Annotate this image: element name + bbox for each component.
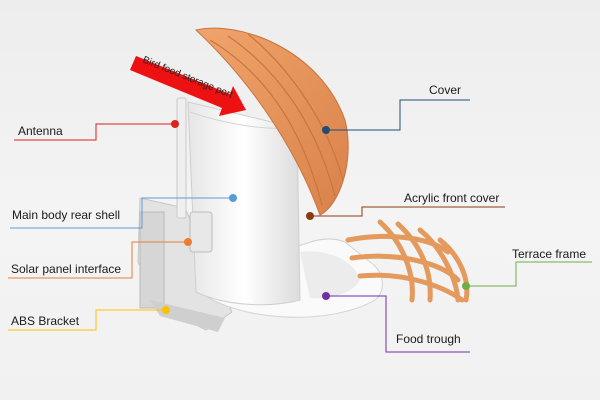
bracket-marker — [162, 306, 170, 314]
antenna-label: Antenna — [18, 124, 63, 138]
food-trough-label: Food trough — [396, 332, 461, 346]
terrace-frame-label: Terrace frame — [512, 247, 587, 261]
acrylic-front-cover-label: Acrylic front cover — [404, 191, 500, 205]
callout-solar — [8, 238, 192, 279]
callout-acrylic — [306, 206, 505, 220]
antenna-marker — [171, 120, 179, 128]
main-body — [187, 101, 301, 306]
trough-marker — [322, 292, 330, 300]
solar-marker — [184, 238, 192, 246]
callout-bracket — [8, 306, 170, 331]
abs-bracket-label: ABS Bracket — [11, 314, 80, 328]
callout-trough — [322, 292, 470, 353]
main-body-rear-shell-label: Main body rear shell — [12, 208, 121, 222]
terrace-frame — [345, 219, 470, 303]
callout-terrace — [462, 261, 592, 290]
solar-panel-interface-label: Solar panel interface — [11, 262, 122, 276]
callout-cover — [322, 99, 470, 134]
antenna — [176, 97, 187, 219]
callout-rear-shell — [10, 194, 237, 229]
terrace-marker — [462, 282, 470, 290]
roof-cover — [194, 27, 349, 216]
cover-label: Cover — [429, 83, 462, 97]
acrylic-marker — [306, 212, 314, 220]
rear-shell-marker — [229, 194, 237, 202]
cover-marker — [322, 126, 330, 134]
callout-antenna — [14, 120, 179, 141]
